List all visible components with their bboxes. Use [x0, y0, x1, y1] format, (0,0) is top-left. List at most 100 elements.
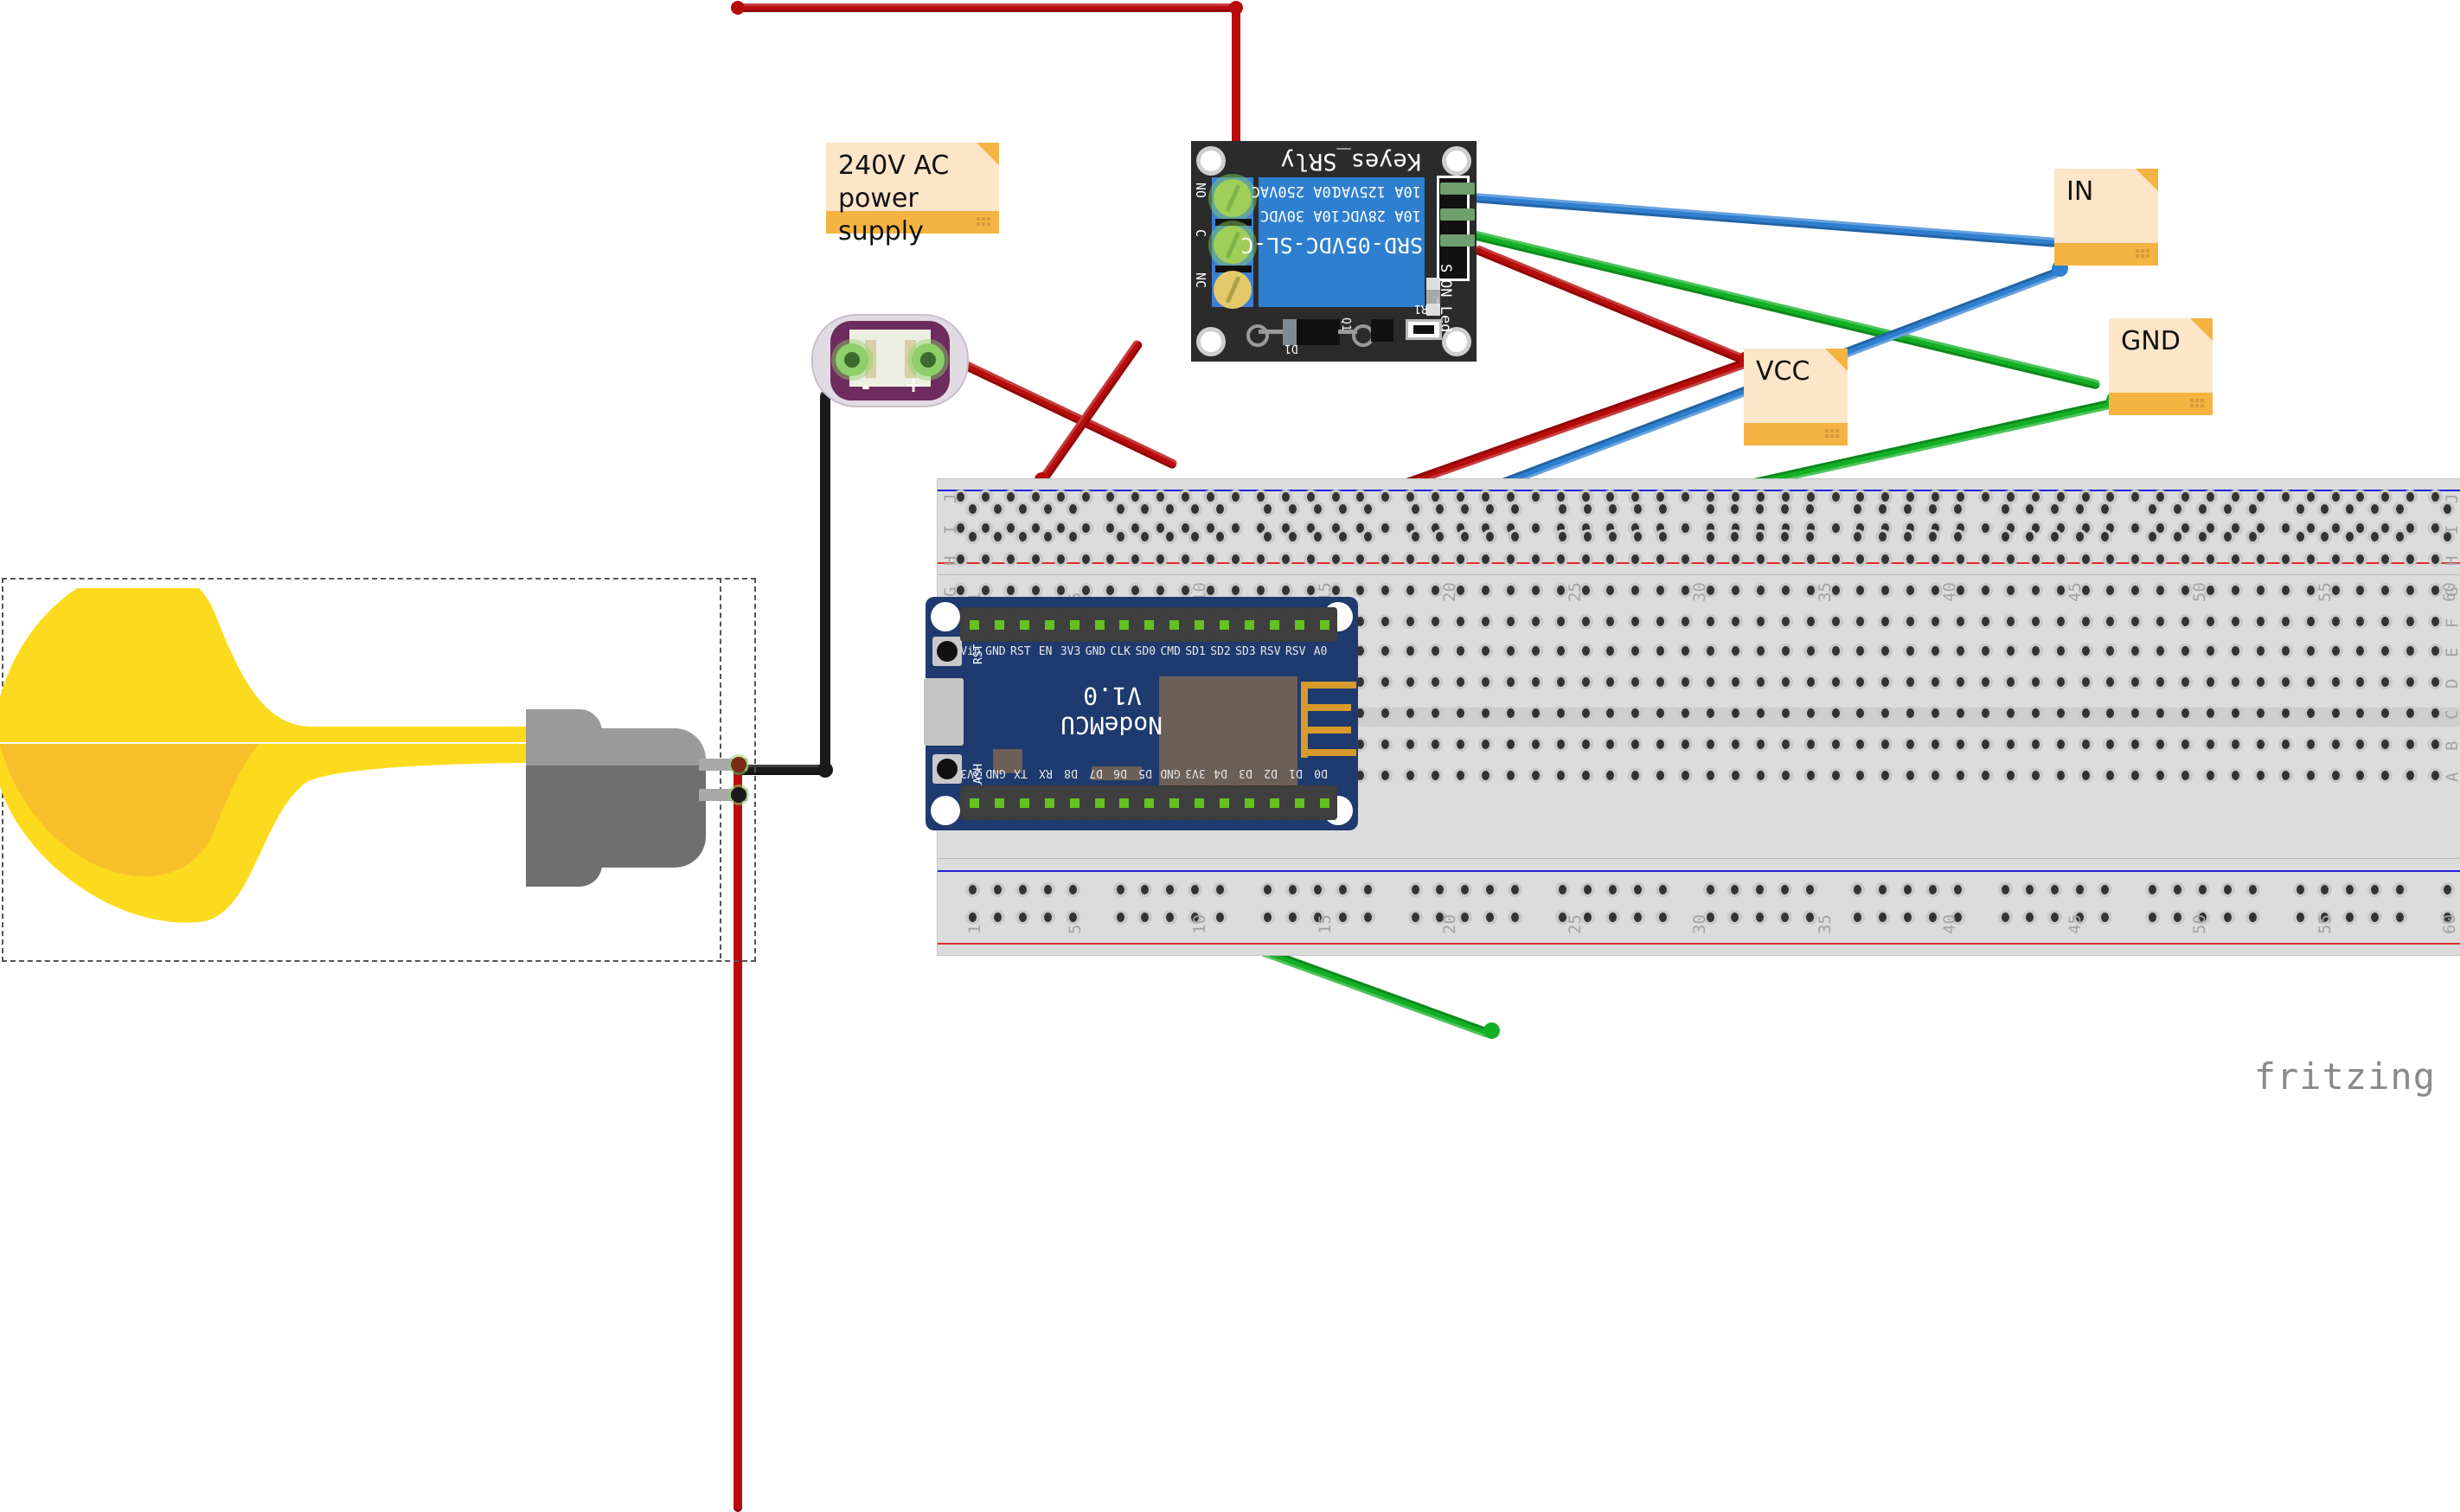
breadboard-hole[interactable] [1977, 490, 1993, 504]
breadboard-hole[interactable] [2328, 706, 2343, 721]
breadboard-rail-hole[interactable] [1555, 910, 1570, 925]
breadboard-hole[interactable] [1853, 490, 1868, 504]
breadboard-hole[interactable] [2203, 614, 2218, 629]
breadboard-hole[interactable] [1378, 644, 1393, 658]
breadboard-hole[interactable] [1453, 644, 1468, 658]
breadboard-rail-hole[interactable] [2169, 529, 2185, 544]
breadboard-hole[interactable] [1477, 614, 1493, 629]
breadboard-hole[interactable] [1703, 737, 1718, 752]
nodemcu-pin-D2[interactable] [1261, 787, 1286, 818]
breadboard-hole[interactable] [2178, 737, 2194, 752]
breadboard-rail-hole[interactable] [1040, 910, 1055, 925]
breadboard-hole[interactable] [2353, 644, 2368, 658]
breadboard-hole[interactable] [1128, 552, 1144, 567]
breadboard-hole[interactable] [1528, 614, 1543, 629]
breadboard-rail-hole[interactable] [2194, 502, 2210, 516]
breadboard-hole[interactable] [1778, 706, 1793, 721]
breadboard-hole[interactable] [1528, 768, 1543, 783]
flash-button[interactable] [932, 754, 962, 784]
breadboard-rail-hole[interactable] [990, 529, 1005, 544]
breadboard-hole[interactable] [1928, 737, 1944, 752]
breadboard-rail-hole[interactable] [1555, 529, 1570, 544]
breadboard-hole[interactable] [2277, 706, 2293, 721]
breadboard-hole[interactable] [1727, 552, 1743, 567]
breadboard-hole[interactable] [1678, 675, 1694, 689]
breadboard-rail-hole[interactable] [1040, 882, 1055, 897]
breadboard-hole[interactable] [2277, 490, 2293, 504]
breadboard-rail-hole[interactable] [1950, 882, 1965, 897]
breadboard-hole[interactable] [2203, 583, 2218, 598]
breadboard-rail-hole[interactable] [2342, 529, 2358, 544]
breadboard-hole[interactable] [2403, 675, 2418, 689]
note-in[interactable]: IN [2054, 169, 2158, 266]
breadboard-hole[interactable] [1428, 552, 1444, 567]
breadboard-hole[interactable] [2227, 583, 2243, 598]
breadboard-rail-hole[interactable] [1727, 529, 1743, 544]
breadboard-hole[interactable] [2053, 768, 2068, 783]
breadboard-hole[interactable] [1603, 737, 1618, 752]
breadboard-hole[interactable] [1553, 675, 1568, 689]
breadboard-rail-hole[interactable] [1407, 910, 1423, 925]
breadboard-hole[interactable] [2328, 521, 2343, 535]
breadboard-hole[interactable] [2328, 675, 2343, 689]
breadboard-hole[interactable] [1853, 706, 1868, 721]
nodemcu-pin-A0[interactable] [1311, 609, 1336, 640]
breadboard-hole[interactable] [1828, 737, 1843, 752]
reset-button[interactable] [932, 637, 962, 666]
breadboard-hole[interactable] [1378, 521, 1393, 535]
nodemcu-pin-D8[interactable] [1061, 787, 1086, 818]
breadboard-hole[interactable] [1678, 552, 1694, 567]
breadboard-hole[interactable] [1528, 644, 1543, 658]
breadboard-hole[interactable] [1678, 583, 1694, 598]
breadboard-rail-hole[interactable] [1112, 882, 1128, 897]
breadboard-hole[interactable] [1028, 490, 1043, 504]
breadboard-rail-hole[interactable] [1850, 882, 1865, 897]
breadboard-hole[interactable] [2428, 644, 2444, 658]
relay-module[interactable]: Keyes_SRly NO C NC 10A 250VAC 10A 125VAC… [1191, 141, 1477, 362]
breadboard-rail-hole[interactable] [2145, 882, 2160, 897]
breadboard-hole[interactable] [1453, 675, 1468, 689]
breadboard-hole[interactable] [2353, 490, 2368, 504]
breadboard-hole[interactable] [2002, 490, 2018, 504]
breadboard-rail-hole[interactable] [1040, 529, 1055, 544]
breadboard-hole[interactable] [1078, 521, 1093, 535]
breadboard-hole[interactable] [2303, 706, 2318, 721]
breadboard-hole[interactable] [2403, 644, 2418, 658]
breadboard-hole[interactable] [1553, 644, 1568, 658]
wire-mains-neutral-vertical[interactable] [820, 391, 830, 772]
breadboard-hole[interactable] [1303, 552, 1318, 567]
breadboard-hole[interactable] [2128, 552, 2143, 567]
breadboard-hole[interactable] [2203, 675, 2218, 689]
breadboard-hole[interactable] [1028, 521, 1043, 535]
breadboard-hole[interactable] [2428, 583, 2444, 598]
breadboard-hole[interactable] [2178, 614, 2194, 629]
breadboard-hole[interactable] [2103, 706, 2118, 721]
breadboard-hole[interactable] [1103, 583, 1118, 598]
breadboard-rail-hole[interactable] [1310, 882, 1325, 897]
breadboard-hole[interactable] [2353, 737, 2368, 752]
breadboard-hole[interactable] [1953, 675, 1968, 689]
breadboard-rail-hole[interactable] [1579, 882, 1595, 897]
breadboard-rail-hole[interactable] [1432, 529, 1448, 544]
breadboard-hole[interactable] [1003, 490, 1018, 504]
breadboard-hole[interactable] [1778, 644, 1793, 658]
relay-pin-plus[interactable] [1440, 234, 1475, 247]
breadboard-hole[interactable] [1578, 614, 1593, 629]
breadboard-hole[interactable] [1803, 552, 1818, 567]
breadboard-hole[interactable] [1203, 583, 1218, 598]
breadboard-hole[interactable] [2227, 552, 2243, 567]
breadboard-hole[interactable] [1178, 552, 1194, 567]
breadboard-hole[interactable] [1928, 490, 1944, 504]
breadboard-hole[interactable] [1477, 768, 1493, 783]
breadboard-rail-hole[interactable] [1850, 502, 1865, 516]
breadboard-hole[interactable] [1553, 583, 1568, 598]
breadboard-hole[interactable] [1778, 583, 1793, 598]
breadboard-hole[interactable] [1453, 706, 1468, 721]
breadboard-hole[interactable] [1803, 644, 1818, 658]
breadboard-hole[interactable] [1628, 737, 1643, 752]
breadboard-hole[interactable] [1727, 737, 1743, 752]
breadboard-hole[interactable] [1502, 552, 1518, 567]
breadboard-rail-hole[interactable] [1432, 502, 1448, 516]
breadboard-hole[interactable] [2378, 706, 2393, 721]
breadboard-rail-hole[interactable] [2317, 882, 2333, 897]
